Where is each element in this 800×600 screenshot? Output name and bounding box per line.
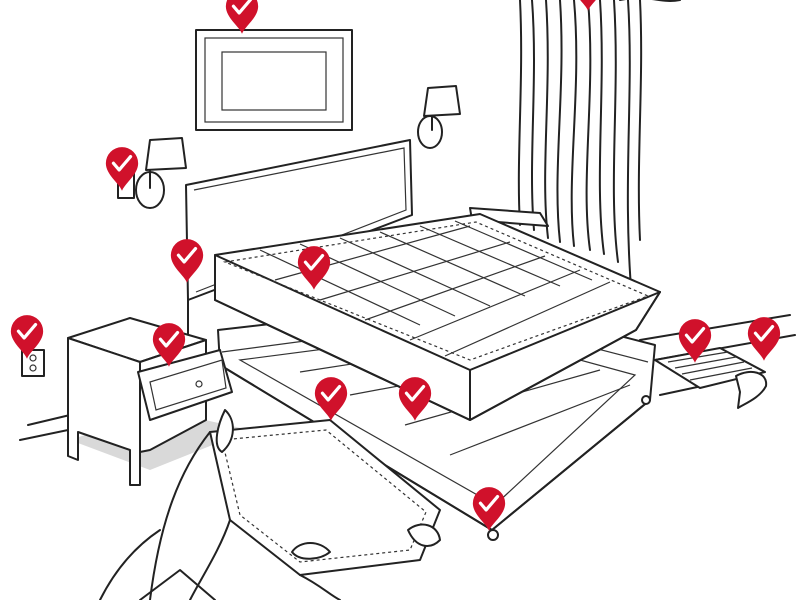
wall-lamp-right: [417, 85, 461, 149]
pin-picture-frame[interactable]: [224, 0, 260, 35]
carpet-corner: [735, 370, 768, 409]
lifted-bed-skirt: [99, 409, 441, 600]
picture-frame: [195, 29, 353, 131]
wall-lamp-left: [117, 137, 187, 209]
curtain: [517, 0, 681, 301]
pin-carpet-edge[interactable]: [746, 315, 782, 362]
nightstand: [67, 317, 250, 486]
